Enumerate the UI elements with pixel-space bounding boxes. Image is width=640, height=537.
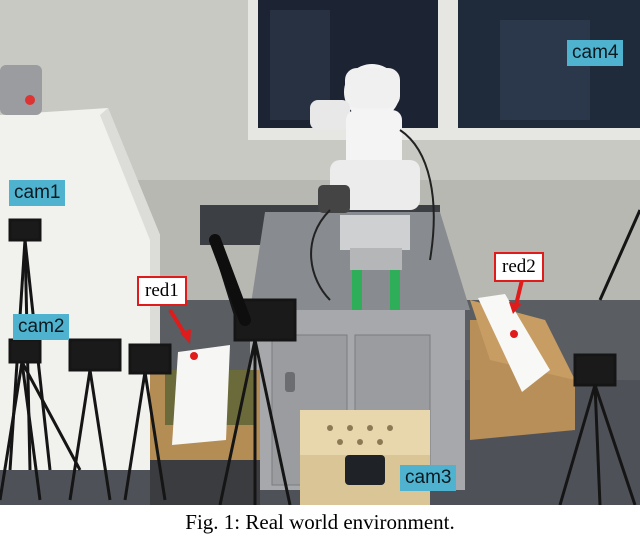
box-red2 — [470, 294, 575, 440]
pegboard — [300, 410, 430, 505]
lab-photo — [0, 0, 640, 505]
figure-photo: cam1 cam2 cam3 cam4 red1 red2 — [0, 0, 640, 505]
tripods — [0, 209, 640, 505]
arrow-red1 — [168, 308, 191, 344]
label-cam3: cam3 — [400, 465, 457, 491]
label-cam4: cam4 — [567, 40, 624, 66]
arrow-red2 — [509, 279, 524, 314]
window-right — [446, 0, 640, 140]
label-cam2: cam2 — [13, 314, 70, 340]
robot-arm — [310, 64, 435, 310]
label-cam1: cam1 — [9, 180, 66, 206]
label-red1: red1 — [137, 276, 187, 306]
label-red2: red2 — [494, 252, 544, 282]
figure-caption: Fig. 1: Real world environment. — [185, 510, 455, 534]
